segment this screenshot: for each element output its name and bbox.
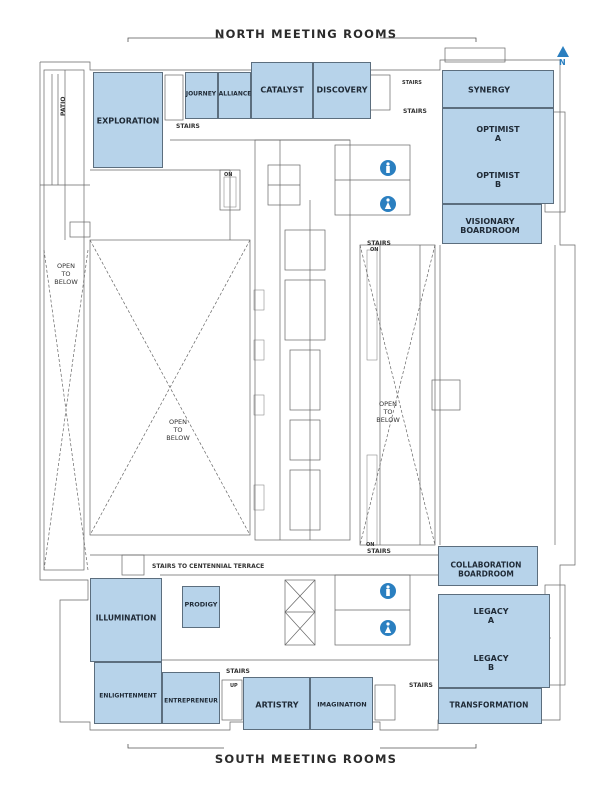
open-to-below-right: OPEN TO BELOW <box>376 399 400 425</box>
north-arrow-icon <box>557 46 569 57</box>
stairs-terrace-label: STAIRS TO CENTENNIAL TERRACE <box>152 563 265 570</box>
room-catalyst[interactable] <box>251 62 313 119</box>
patio-label: PATIO <box>60 96 67 116</box>
stairs-on-label-south: ON <box>366 542 375 548</box>
room-discovery[interactable] <box>313 62 371 119</box>
room-journey[interactable] <box>185 72 218 119</box>
up-label-sw: UP <box>230 683 238 689</box>
room-prodigy[interactable] <box>182 586 220 628</box>
stairs-label-sw: STAIRS <box>226 668 250 675</box>
stairs-label-ne2: STAIRS <box>402 80 422 86</box>
open-to-below-center: OPEN TO BELOW <box>166 417 190 443</box>
room-optimist[interactable] <box>442 108 554 204</box>
stairs-label-atrium-north: STAIRS <box>367 240 391 247</box>
room-label-artistry: ARTISTRY <box>255 700 299 710</box>
room-label-alliance: ALLIANCE <box>218 90 252 98</box>
room-label-synergy: SYNERGY <box>467 85 511 95</box>
room-label-legacy-b: LEGACY B <box>473 653 509 672</box>
stairs-label-nw: STAIRS <box>176 123 200 130</box>
stairs-label-ne: STAIRS <box>403 108 427 115</box>
restroom-icons <box>380 160 396 636</box>
room-collaboration[interactable] <box>438 546 538 586</box>
room-entrepreneur[interactable] <box>162 672 220 724</box>
room-label-illumination: ILLUMINATION <box>95 613 157 623</box>
north-bracket <box>127 37 477 42</box>
stairs-on-label-north: ON <box>370 247 379 253</box>
south-bracket <box>127 744 477 749</box>
room-label-visionary: VISIONARY BOARDROOM <box>460 216 520 235</box>
room-exploration[interactable] <box>93 72 163 168</box>
room-artistry[interactable] <box>243 677 310 730</box>
room-label-exploration: EXPLORATION <box>96 116 160 126</box>
stairs-label-se: STAIRS <box>409 682 433 689</box>
room-legacy[interactable] <box>438 594 550 688</box>
room-transformation[interactable] <box>438 688 542 724</box>
compass-label: N <box>559 58 566 67</box>
room-synergy[interactable] <box>442 70 554 108</box>
room-label-transformation: TRANSFORMATION <box>449 700 529 710</box>
room-label-discovery: DISCOVERY <box>316 85 368 95</box>
room-illumination[interactable] <box>90 578 162 662</box>
room-label-collaboration: COLLABORATION BOARDROOM <box>450 560 522 578</box>
room-label-journey: JOURNEY <box>185 90 217 98</box>
room-label-optimist-b: OPTIMIST B <box>476 170 520 189</box>
room-enlightenment[interactable] <box>94 662 162 724</box>
stairs-on-label-core: ON <box>224 172 233 178</box>
room-label-legacy-a: LEGACY A <box>473 606 509 625</box>
north-meeting-rooms-heading: NORTH MEETING ROOMS <box>214 27 398 41</box>
stairs-label-atrium-south: STAIRS <box>367 548 391 555</box>
room-label-prodigy: PRODIGY <box>184 600 218 609</box>
room-label-catalyst: CATALYST <box>260 85 304 95</box>
open-to-below-left: OPEN TO BELOW <box>54 261 78 287</box>
room-label-enlightenment: ENLIGHTENMENT <box>99 692 157 700</box>
room-imagination[interactable] <box>310 677 373 730</box>
room-label-imagination: IMAGINATION <box>317 700 367 709</box>
room-visionary[interactable] <box>442 204 542 244</box>
south-meeting-rooms-heading: SOUTH MEETING ROOMS <box>214 752 398 766</box>
room-alliance[interactable] <box>218 72 251 119</box>
room-label-optimist-a: OPTIMIST A <box>476 124 520 143</box>
room-label-entrepreneur: ENTREPRENEUR <box>164 697 218 705</box>
